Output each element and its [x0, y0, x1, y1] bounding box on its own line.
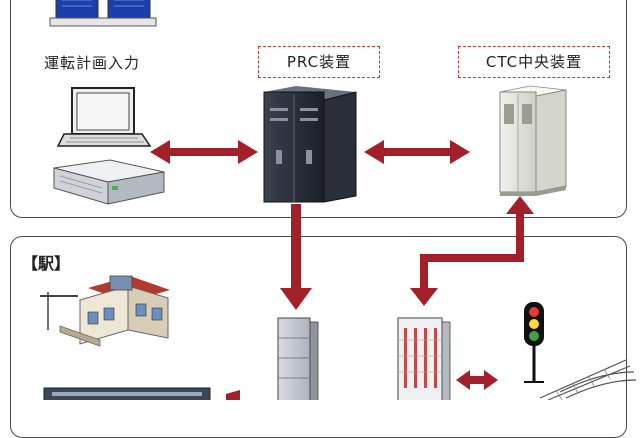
ctc-central-label: CTC中央装置 [458, 46, 610, 78]
arrow-rack-signal [456, 370, 498, 390]
relay-rack-icon [277, 317, 319, 400]
station-section-label: 【駅】 [22, 254, 71, 273]
desktop-monitors-icon [49, 0, 157, 27]
prc-server-rack-icon [263, 86, 357, 203]
traffic-signal-icon [524, 302, 544, 383]
diagram-graphics [40, 0, 637, 400]
equipment-rack-icon [397, 317, 451, 400]
prc-device-label: PRC装置 [258, 46, 380, 78]
network-appliance-icon [53, 159, 165, 205]
ctc-server-cabinet-icon [499, 85, 567, 196]
schedule-input-label: 運転計画入力 [44, 54, 141, 72]
train-icon [43, 387, 211, 400]
connector-arrows [150, 140, 534, 400]
station-building-icon [40, 275, 170, 347]
arrow-prc-relay [280, 204, 312, 310]
laptop-icon [56, 87, 152, 147]
arrow-prc-ctc [364, 140, 470, 164]
arrow-rack-ctc [410, 196, 534, 306]
arrow-laptop-prc [150, 140, 258, 164]
track-switch-icon [539, 359, 637, 400]
arrow-to-train [226, 390, 240, 400]
system-diagram: 運転計画入力 PRC装置 CTC中央装置 【駅】 [10, 0, 637, 438]
